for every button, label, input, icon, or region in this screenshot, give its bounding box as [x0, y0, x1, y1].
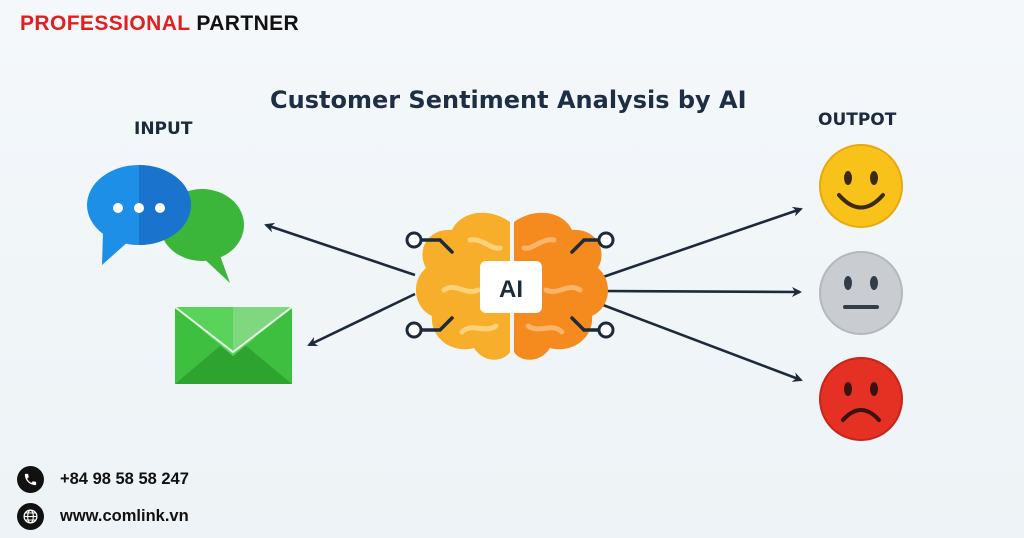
email-envelope-icon — [174, 306, 293, 384]
website-url: www.comlink.vn — [60, 507, 189, 525]
contact-website[interactable]: www.comlink.vn — [17, 503, 189, 530]
diagram-title: Customer Sentiment Analysis by AI — [270, 86, 747, 114]
arrow-to-chat — [264, 222, 416, 277]
output-label: OUTPOT — [818, 110, 897, 130]
brand-part-partner: PARTNER — [196, 12, 300, 35]
contact-phone[interactable]: +84 98 58 58 247 — [17, 466, 189, 493]
arrow-to-email — [307, 292, 416, 347]
chat-bubbles-icon — [87, 165, 244, 283]
phone-number: +84 98 58 58 247 — [60, 470, 189, 488]
neutral-face-icon — [819, 251, 903, 335]
phone-icon — [17, 466, 44, 493]
ai-label: AI — [499, 276, 523, 303]
arrow-to-sad — [602, 303, 803, 382]
happy-face-icon — [819, 144, 903, 228]
ai-brain-icon — [405, 212, 615, 360]
brand-logo: PROFESSIONAL PARTNER — [20, 11, 299, 37]
arrow-to-neutral — [602, 286, 802, 297]
sad-face-icon — [819, 357, 903, 441]
arrow-to-happy — [602, 206, 803, 279]
input-label: INPUT — [134, 119, 193, 139]
globe-icon — [17, 503, 44, 530]
brand-part-professional: PROFESSIONAL — [20, 12, 191, 35]
